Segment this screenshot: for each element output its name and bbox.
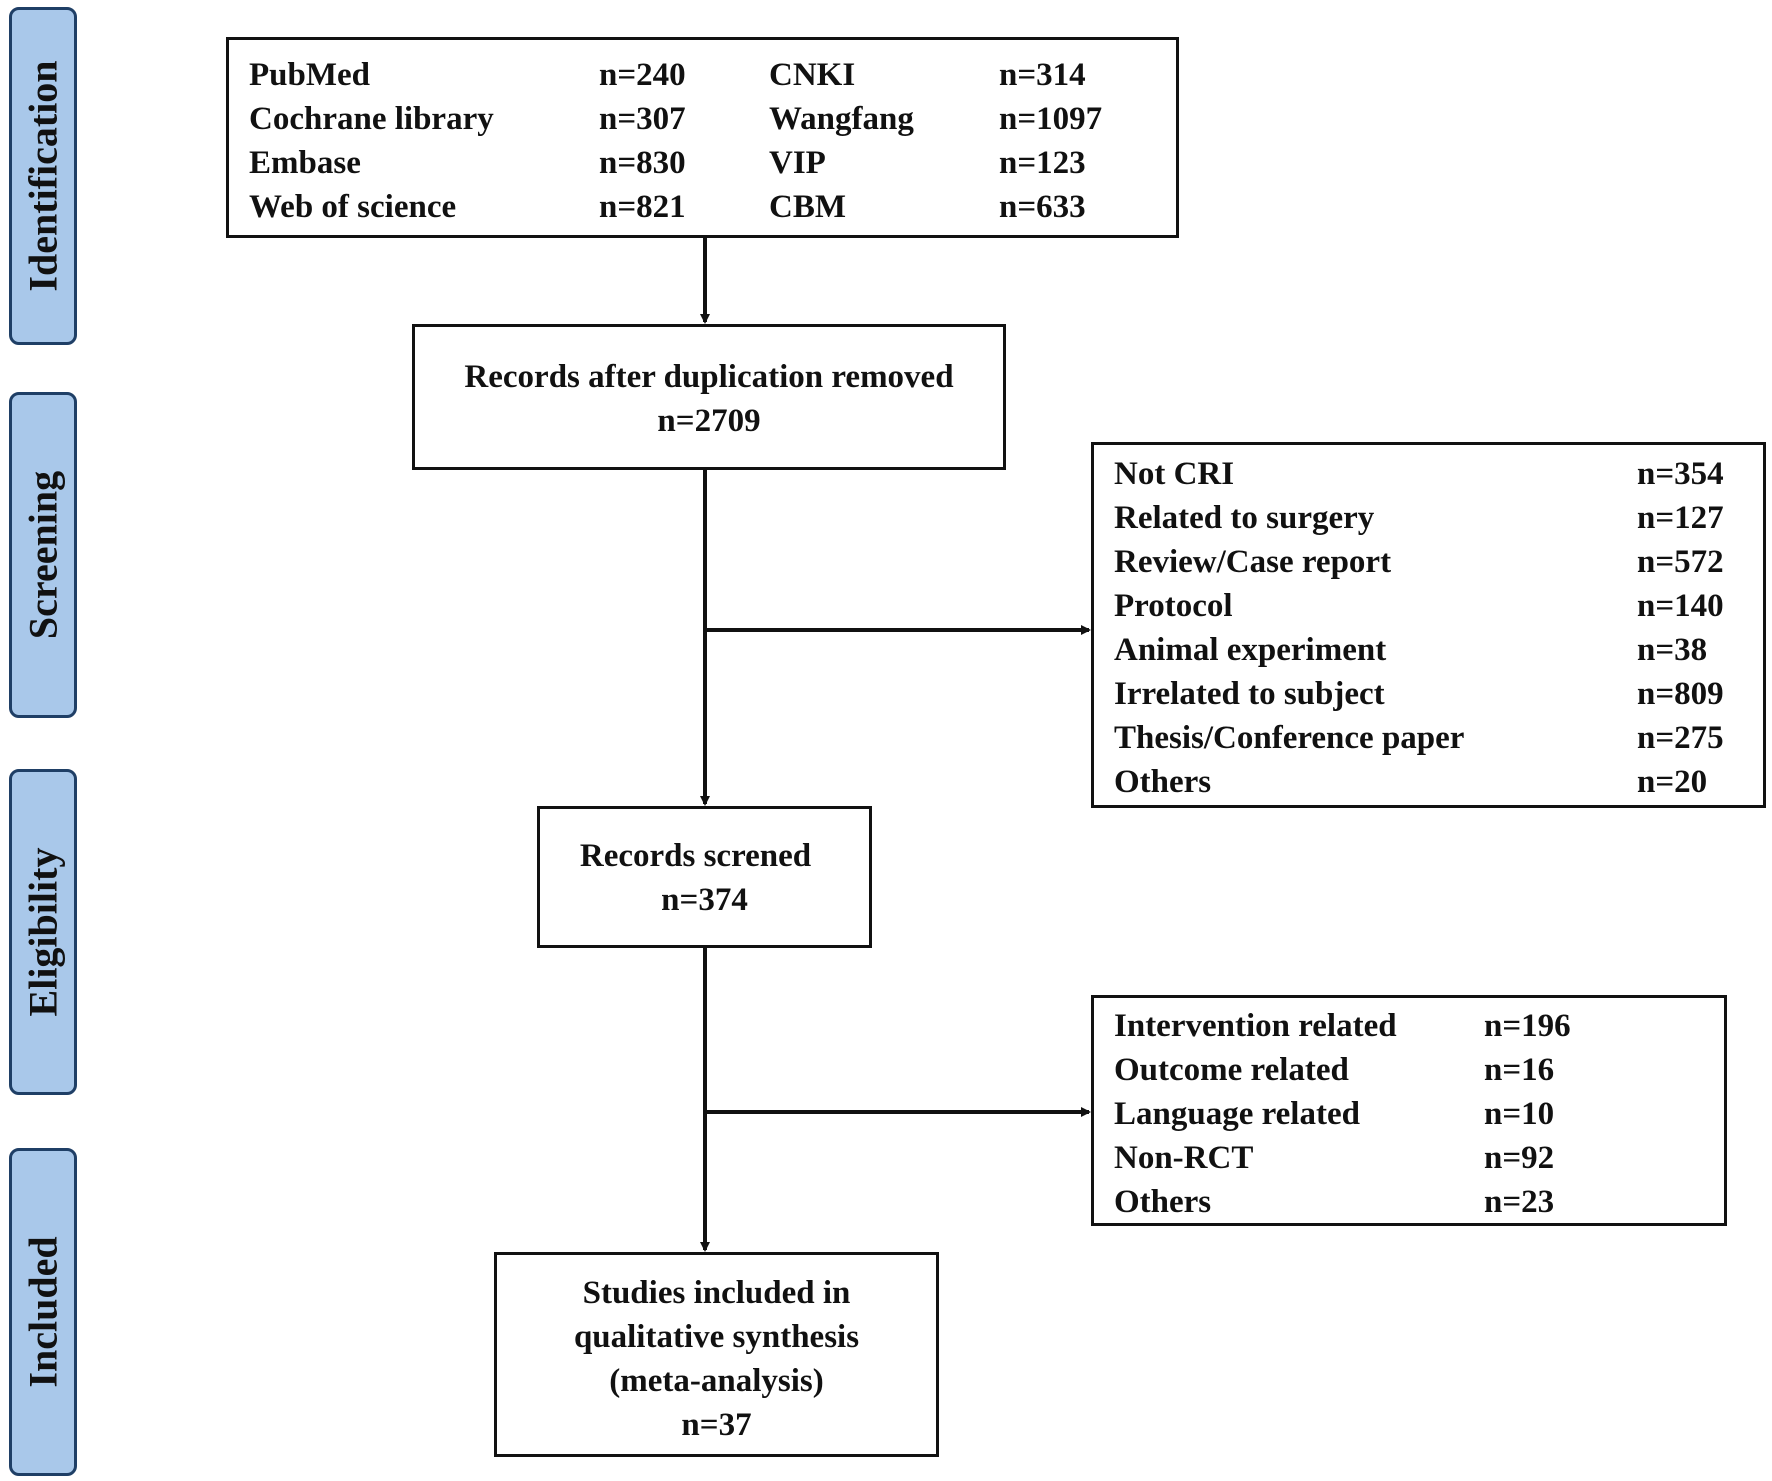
exclusion-reason: Protocol <box>1114 588 1233 624</box>
exclusion-count: n=38 <box>1637 632 1708 668</box>
included-line-2: qualitative synthesis <box>573 1319 860 1355</box>
db-name-cochrane: Cochrane library <box>249 101 494 137</box>
duplicates-removed-count: n=2709 <box>657 403 761 439</box>
exclusion-reason: Intervention related <box>1114 1008 1397 1044</box>
records-screened-box: Records screned n=374 <box>537 806 872 948</box>
included-line-1: Studies included in <box>582 1275 851 1311</box>
exclusion-reason: Language related <box>1114 1096 1360 1132</box>
exclusion-reason: Non-RCT <box>1114 1140 1254 1176</box>
db-name-web-of-science: Web of science <box>249 189 457 225</box>
duplicates-removed-label: Records after duplication removed <box>464 359 954 395</box>
db-count-pubmed: n=240 <box>599 57 686 93</box>
exclusion-count: n=16 <box>1484 1052 1555 1088</box>
included-studies-box: Studies included in qualitative synthesi… <box>494 1252 939 1457</box>
duplicates-removed-box: Records after duplication removed n=2709 <box>412 324 1006 470</box>
db-count-embase: n=830 <box>599 145 686 181</box>
exclusion-count: n=23 <box>1484 1184 1555 1220</box>
exclusion-count: n=275 <box>1637 720 1724 756</box>
exclusion-reason: Review/Case report <box>1114 544 1392 580</box>
db-count-cnki: n=314 <box>999 57 1086 93</box>
stage-screening: Screening <box>9 392 77 718</box>
exclusion-count: n=809 <box>1637 676 1724 712</box>
exclusion-count: n=10 <box>1484 1096 1555 1132</box>
stage-identification: Identification <box>9 7 77 345</box>
included-count: n=37 <box>681 1407 752 1443</box>
db-count-vip: n=123 <box>999 145 1086 181</box>
stage-included: Included <box>9 1148 77 1476</box>
db-name-cnki: CNKI <box>769 57 856 93</box>
records-screened-count: n=374 <box>661 882 748 918</box>
exclusion-count: n=92 <box>1484 1140 1555 1176</box>
db-count-wangfang: n=1097 <box>999 101 1103 137</box>
exclusion-reason: Thesis/Conference paper <box>1114 720 1465 756</box>
exclusion-reason: Not CRI <box>1114 456 1235 492</box>
records-screened-label: Records screned <box>579 838 812 874</box>
exclusion-reason: Outcome related <box>1114 1052 1349 1088</box>
db-count-web-of-science: n=821 <box>599 189 686 225</box>
exclusion-reason: Animal experiment <box>1114 632 1387 668</box>
exclusion-count: n=140 <box>1637 588 1724 624</box>
stage-eligibility: Eligibility <box>9 769 77 1095</box>
db-name-wangfang: Wangfang <box>769 101 914 137</box>
eligibility-exclusions-box: Intervention related n=196 Outcome relat… <box>1091 995 1727 1226</box>
db-count-cochrane: n=307 <box>599 101 686 137</box>
exclusion-count: n=196 <box>1484 1008 1571 1044</box>
included-line-3: (meta-analysis) <box>609 1363 824 1399</box>
db-name-cbm: CBM <box>769 189 846 225</box>
exclusion-count: n=20 <box>1637 764 1708 800</box>
exclusion-reason: Irrelated to subject <box>1114 676 1385 712</box>
screening-exclusions-box: Not CRI n=354 Related to surgery n=127 R… <box>1091 442 1766 808</box>
exclusion-reason: Others <box>1114 764 1212 800</box>
identification-box: PubMed n=240 Cochrane library n=307 Emba… <box>226 37 1179 238</box>
exclusion-reason: Others <box>1114 1184 1212 1220</box>
exclusion-reason: Related to surgery <box>1114 500 1375 536</box>
db-name-embase: Embase <box>249 145 361 181</box>
db-name-pubmed: PubMed <box>249 57 371 93</box>
exclusion-count: n=354 <box>1637 456 1724 492</box>
exclusion-count: n=572 <box>1637 544 1724 580</box>
db-name-vip: VIP <box>769 145 826 181</box>
exclusion-count: n=127 <box>1637 500 1724 536</box>
db-count-cbm: n=633 <box>999 189 1086 225</box>
